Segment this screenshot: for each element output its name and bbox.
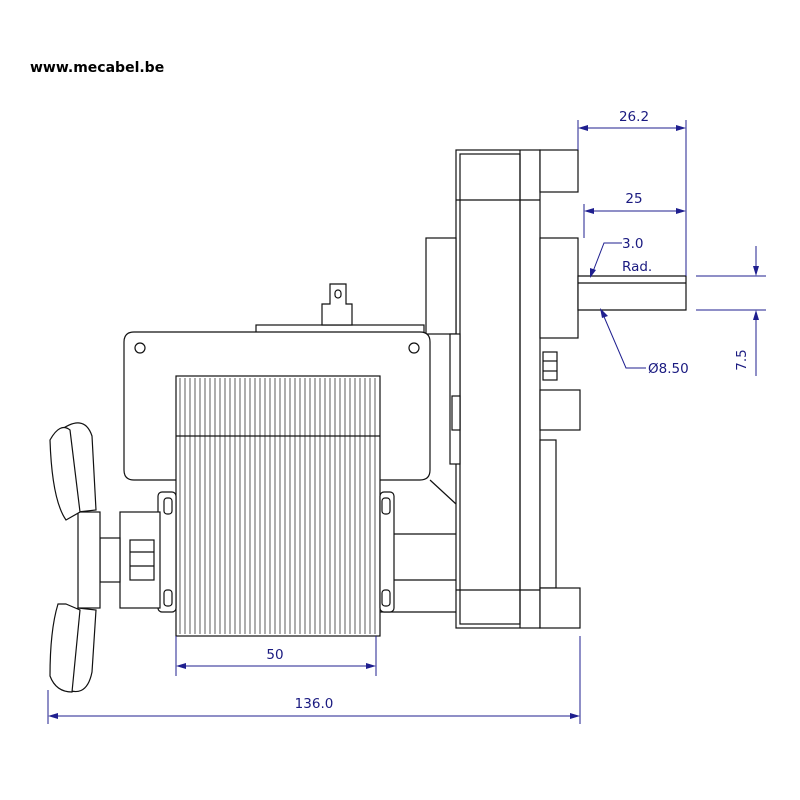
gearbox-bottom-boss (539, 587, 581, 629)
dim-shaft-flat[interactable]: 7.5 (734, 349, 750, 370)
motor-body (49, 149, 687, 693)
stator-laminations (179, 378, 376, 634)
rotor-shaft (99, 537, 121, 583)
dim-gear-top-width[interactable]: 26.2 (619, 109, 649, 125)
gearbox-housing-inner (459, 153, 521, 625)
fan-blade-top-back (49, 427, 81, 521)
dim-shaft-length[interactable]: 25 (625, 191, 642, 207)
coil-clip-right (379, 491, 395, 613)
bracket-hole-left (134, 342, 146, 354)
dim-stator-width[interactable]: 50 (266, 647, 283, 663)
gearbox-top-boss (539, 149, 579, 193)
output-shaft (577, 275, 687, 311)
cooling-fan (49, 422, 101, 693)
gearbox-lower-plate (539, 439, 557, 589)
gearbox-mid-boss (539, 389, 581, 431)
dimensions: 26.2 25 3.0 Rad. Ø8.50 7.5 50 (47, 109, 766, 724)
fan-blade-bottom-back (49, 603, 81, 693)
spade-terminal (321, 283, 353, 326)
gearbox-left-step (425, 237, 457, 335)
website-url[interactable]: www.mecabel.be (30, 60, 164, 76)
terminal-hole (334, 289, 342, 299)
gearbox-bolt (542, 351, 558, 381)
dim-shaft-radius-unit[interactable]: Rad. (622, 259, 652, 275)
dim-overall-length[interactable]: 136.0 (295, 696, 334, 712)
gearbox-left-clip (451, 395, 461, 431)
gearbox-shaft-boss (539, 237, 579, 339)
dim-shaft-diameter[interactable]: Ø8.50 (648, 361, 689, 377)
bracket-hole-right (408, 342, 420, 354)
fan-hub (77, 511, 101, 609)
dim-shaft-radius-value[interactable]: 3.0 (622, 236, 643, 252)
rotor-nut (129, 539, 155, 581)
stator-core (175, 375, 381, 637)
